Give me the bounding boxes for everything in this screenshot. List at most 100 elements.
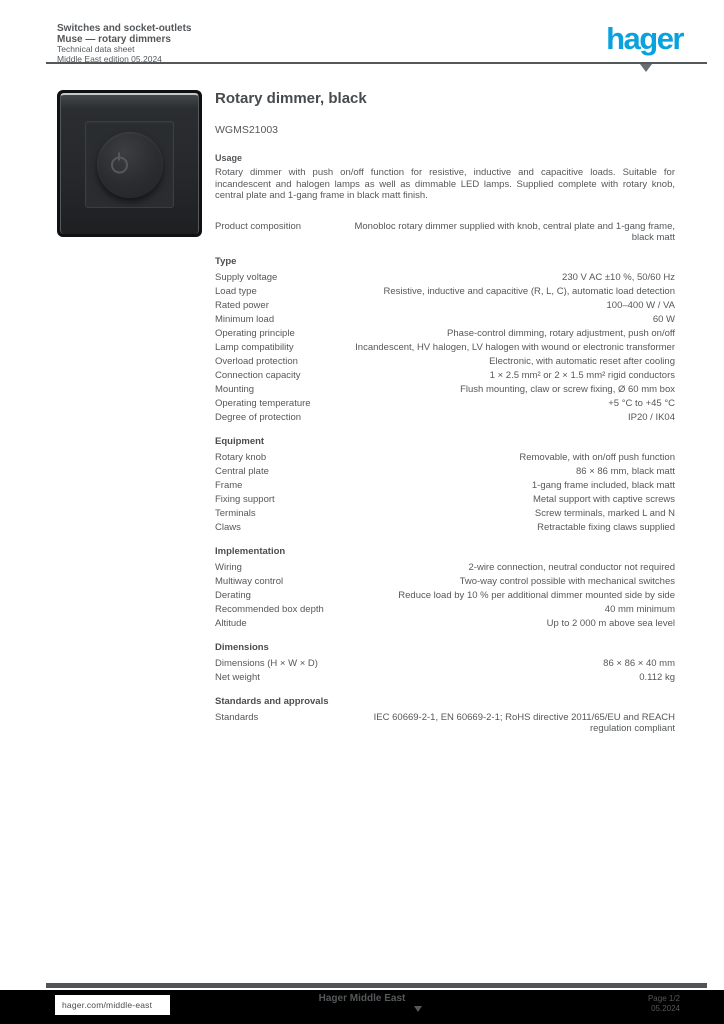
spec-value: Electronic, with automatic reset after c…: [489, 356, 675, 367]
spec-row: Mounting Flush mounting, claw or screw f…: [215, 383, 675, 397]
description-text: Rotary dimmer with push on/off function …: [215, 167, 675, 201]
spec-value: IEC 60669-2-1, EN 60669-2-1; RoHS direct…: [373, 712, 675, 734]
spec-value: 40 mm minimum: [604, 604, 675, 615]
spec-value: +5 °C to +45 °C: [608, 398, 675, 409]
section-title: Implementation: [215, 545, 286, 557]
spec-label: Central plate: [215, 466, 269, 477]
spec-value: Phase-control dimming, rotary adjustment…: [447, 328, 675, 339]
footer-edition: 05.2024: [651, 1003, 680, 1013]
spec-label: Minimum load: [215, 314, 275, 325]
spec-row: Operating temperature +5 °C to +45 °C: [215, 397, 675, 411]
spec-row: Supply voltage 230 V AC ±10 %, 50/60 Hz: [215, 271, 675, 285]
header-meta-line: Switches and socket-outlets: [57, 23, 192, 34]
spec-label: Dimensions (H × W × D): [215, 658, 318, 669]
spec-row: Overload protection Electronic, with aut…: [215, 355, 675, 369]
spec-row: Net weight 0.112 kg: [215, 671, 675, 685]
spec-label: Multiway control: [215, 576, 284, 587]
spec-label: Overload protection: [215, 356, 298, 367]
header-meta-line: Technical data sheet: [57, 44, 135, 54]
spec-label: Altitude: [215, 618, 247, 629]
spec-value: 1 × 2.5 mm² or 2 × 1.5 mm² rigid conduct…: [489, 370, 675, 381]
spec-row: Operating principle Phase-control dimmin…: [215, 327, 675, 341]
product-photo: [57, 90, 202, 237]
spec-label: Recommended box depth: [215, 604, 324, 615]
spec-row: Degree of protection IP20 / IK04: [215, 411, 675, 425]
spec-row: Claws Retractable fixing claws supplied: [215, 521, 675, 535]
rotary-knob: [96, 131, 163, 198]
spec-row: Frame 1-gang frame included, black matt: [215, 479, 675, 493]
spec-value: 86 × 86 mm, black matt: [576, 466, 675, 477]
spec-label: Supply voltage: [215, 272, 278, 283]
spec-row: Altitude Up to 2 000 m above sea level: [215, 617, 675, 631]
spec-value: Two-way control possible with mechanical…: [459, 576, 675, 587]
spec-value: Flush mounting, claw or screw fixing, Ø …: [460, 384, 675, 395]
spec-value: 2-wire connection, neutral conductor not…: [468, 562, 675, 573]
spec-value: 0.112 kg: [639, 672, 675, 683]
spec-label: Derating: [215, 590, 251, 601]
datasheet-content: Rotary dimmer, black WGMS21003 Usage Rot…: [215, 90, 675, 736]
spec-row: Central plate 86 × 86 mm, black matt: [215, 465, 675, 479]
spec-value: 230 V AC ±10 %, 50/60 Hz: [562, 272, 675, 283]
footer-mark-icon: [414, 1006, 422, 1012]
footer-page-number: Page 1/2: [647, 994, 680, 1003]
spec-value: 100–400 W / VA: [606, 300, 675, 311]
dimmer-central-plate: [85, 121, 174, 208]
spec-label: Product composition: [215, 221, 302, 232]
spec-value: 86 × 86 × 40 mm: [603, 658, 675, 669]
spec-label: Claws: [215, 522, 241, 533]
spec-row: Derating Reduce load by 10 % per additio…: [215, 589, 675, 603]
spec-row: Recommended box depth 40 mm minimum: [215, 603, 675, 617]
spec-value: Screw terminals, marked L and N: [534, 508, 675, 519]
section-title: Standards and approvals: [215, 695, 329, 707]
spec-value: Reduce load by 10 % per additional dimme…: [398, 590, 675, 601]
spec-row: Terminals Screw terminals, marked L and …: [215, 507, 675, 521]
spec-row: Load type Resistive, inductive and capac…: [215, 285, 675, 299]
bookmark-icon: [640, 64, 652, 72]
footer-rule: [46, 983, 707, 988]
footer-website-link[interactable]: hager.com/middle-east: [55, 995, 170, 1015]
spec-value: Up to 2 000 m above sea level: [546, 618, 675, 629]
spec-row: Lamp compatibility Incandescent, HV halo…: [215, 341, 675, 355]
section-title: Type: [215, 255, 237, 267]
spec-label: Degree of protection: [215, 412, 302, 423]
spec-value: Resistive, inductive and capacitive (R, …: [383, 286, 675, 297]
product-title: Rotary dimmer, black: [215, 90, 367, 107]
product-reference: WGMS21003: [215, 124, 279, 136]
header-meta-block: Switches and socket-outlets Muse — rotar…: [57, 23, 191, 64]
spec-row: Connection capacity 1 × 2.5 mm² or 2 × 1…: [215, 369, 675, 383]
spec-label: Net weight: [215, 672, 260, 683]
spec-value: 60 W: [652, 314, 675, 325]
spec-label: Operating principle: [215, 328, 295, 339]
spec-row: Multiway control Two-way control possibl…: [215, 575, 675, 589]
spec-label: Operating temperature: [215, 398, 311, 409]
dimmer-faceplate: [60, 93, 199, 234]
header-rule: [46, 62, 707, 64]
spec-label: Load type: [215, 286, 257, 297]
spec-label: Mounting: [215, 384, 255, 395]
spec-value: Retractable fixing claws supplied: [537, 522, 675, 533]
spec-value: 1-gang frame included, black matt: [531, 480, 675, 491]
spec-value: Metal support with captive screws: [532, 494, 675, 505]
spec-label: Lamp compatibility: [215, 342, 294, 353]
spec-label: Rotary knob: [215, 452, 267, 463]
footer-center-text: Hager Middle East: [318, 993, 406, 1004]
spec-label: Fixing support: [215, 494, 275, 505]
footer-page-info: Page 1/2 05.2024: [648, 994, 680, 1013]
spec-label: Standards: [215, 712, 259, 723]
header-meta-line: Middle East edition 05.2024: [57, 53, 162, 64]
header-meta-line: Muse — rotary dimmers: [57, 34, 171, 45]
spec-label: Frame: [215, 480, 243, 491]
spec-label: Terminals: [215, 508, 256, 519]
spec-label: Connection capacity: [215, 370, 301, 381]
spec-label: Rated power: [215, 300, 269, 311]
spec-label: Wiring: [215, 562, 242, 573]
spec-row: Standards IEC 60669-2-1, EN 60669-2-1; R…: [215, 711, 675, 736]
spec-row: Product composition Monobloc rotary dimm…: [215, 220, 675, 245]
power-icon: [110, 156, 128, 173]
section-title: Equipment: [215, 435, 265, 447]
spec-row: Wiring 2-wire connection, neutral conduc…: [215, 561, 675, 575]
spec-value: IP20 / IK04: [627, 412, 675, 423]
spec-row: Minimum load 60 W: [215, 313, 675, 327]
spec-row: Rated power 100–400 W / VA: [215, 299, 675, 313]
description-label: Usage: [215, 153, 243, 163]
